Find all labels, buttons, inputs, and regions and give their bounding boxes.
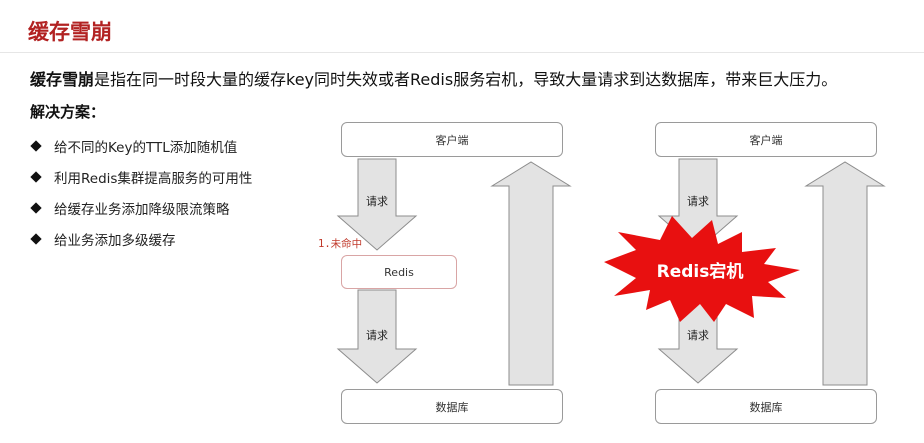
solution-list: 给不同的Key的TTL添加随机值 利用Redis集群提高服务的可用性 给缓存业务… [30, 130, 252, 254]
left-client-box: 客户端 [341, 122, 563, 157]
right-client-label: 客户端 [749, 133, 783, 147]
left-response-arrow [490, 161, 572, 386]
right-client-box: 客户端 [655, 122, 877, 157]
solution-heading: 解决方案： [30, 103, 106, 121]
title-divider [0, 52, 924, 53]
left-request-label-1: 请求 [366, 195, 388, 208]
definition-body: 是指在同一时段大量的缓存key同时失效或者Redis服务宕机，导致大量请求到达数… [94, 70, 838, 89]
left-request-arrow-2 [336, 289, 418, 384]
solution-item: 给不同的Key的TTL添加随机值 [30, 130, 252, 161]
left-db-box: 数据库 [341, 389, 563, 424]
solution-item: 给缓存业务添加降级限流策略 [30, 192, 252, 223]
right-db-box: 数据库 [655, 389, 877, 424]
slide-title: 缓存雪崩 [28, 20, 112, 44]
left-client-label: 客户端 [435, 133, 469, 147]
cache-miss-label: 1.未命中 [318, 238, 363, 250]
left-redis-label: Redis [384, 265, 414, 279]
solution-text: 给缓存业务添加降级限流策略 [54, 201, 230, 218]
right-request-label-2: 请求 [687, 329, 709, 342]
left-redis-box: Redis [341, 255, 457, 289]
left-request-arrow-1 [336, 158, 418, 251]
solution-item: 给业务添加多级缓存 [30, 223, 252, 254]
redis-down-label: Redis宕机 [657, 261, 744, 282]
solution-text: 给不同的Key的TTL添加随机值 [54, 139, 238, 156]
redis-down-burst [604, 216, 800, 322]
solution-item: 利用Redis集群提高服务的可用性 [30, 161, 252, 192]
definition-term: 缓存雪崩 [30, 70, 95, 89]
solution-text: 利用Redis集群提高服务的可用性 [54, 170, 253, 187]
right-db-label: 数据库 [749, 400, 783, 414]
left-request-label-2: 请求 [366, 329, 388, 342]
right-request-label-1: 请求 [687, 195, 709, 208]
left-db-label: 数据库 [435, 400, 469, 414]
definition-text: 缓存雪崩是指在同一时段大量的缓存key同时失效或者Redis服务宕机，导致大量请… [30, 66, 837, 90]
right-response-arrow [804, 161, 886, 386]
solution-text: 给业务添加多级缓存 [54, 232, 176, 249]
